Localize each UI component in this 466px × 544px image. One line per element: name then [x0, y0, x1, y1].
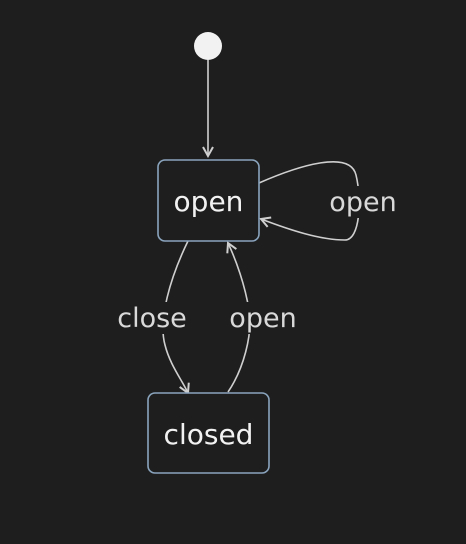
transition-label-reopen: open	[229, 303, 296, 334]
edge-label-bg	[325, 186, 401, 218]
state-open-box	[157, 159, 260, 242]
transition-label-self-open: open	[329, 187, 396, 218]
state-closed-box	[147, 392, 270, 474]
state-open-label: open	[174, 185, 244, 218]
state-closed-label: closed	[164, 418, 254, 451]
transition-open-to-closed	[162, 240, 188, 393]
edge-label-bg	[113, 302, 191, 334]
start-marker	[194, 32, 222, 60]
transition-label-close: close	[117, 303, 187, 334]
edge-label-bg	[225, 302, 301, 334]
